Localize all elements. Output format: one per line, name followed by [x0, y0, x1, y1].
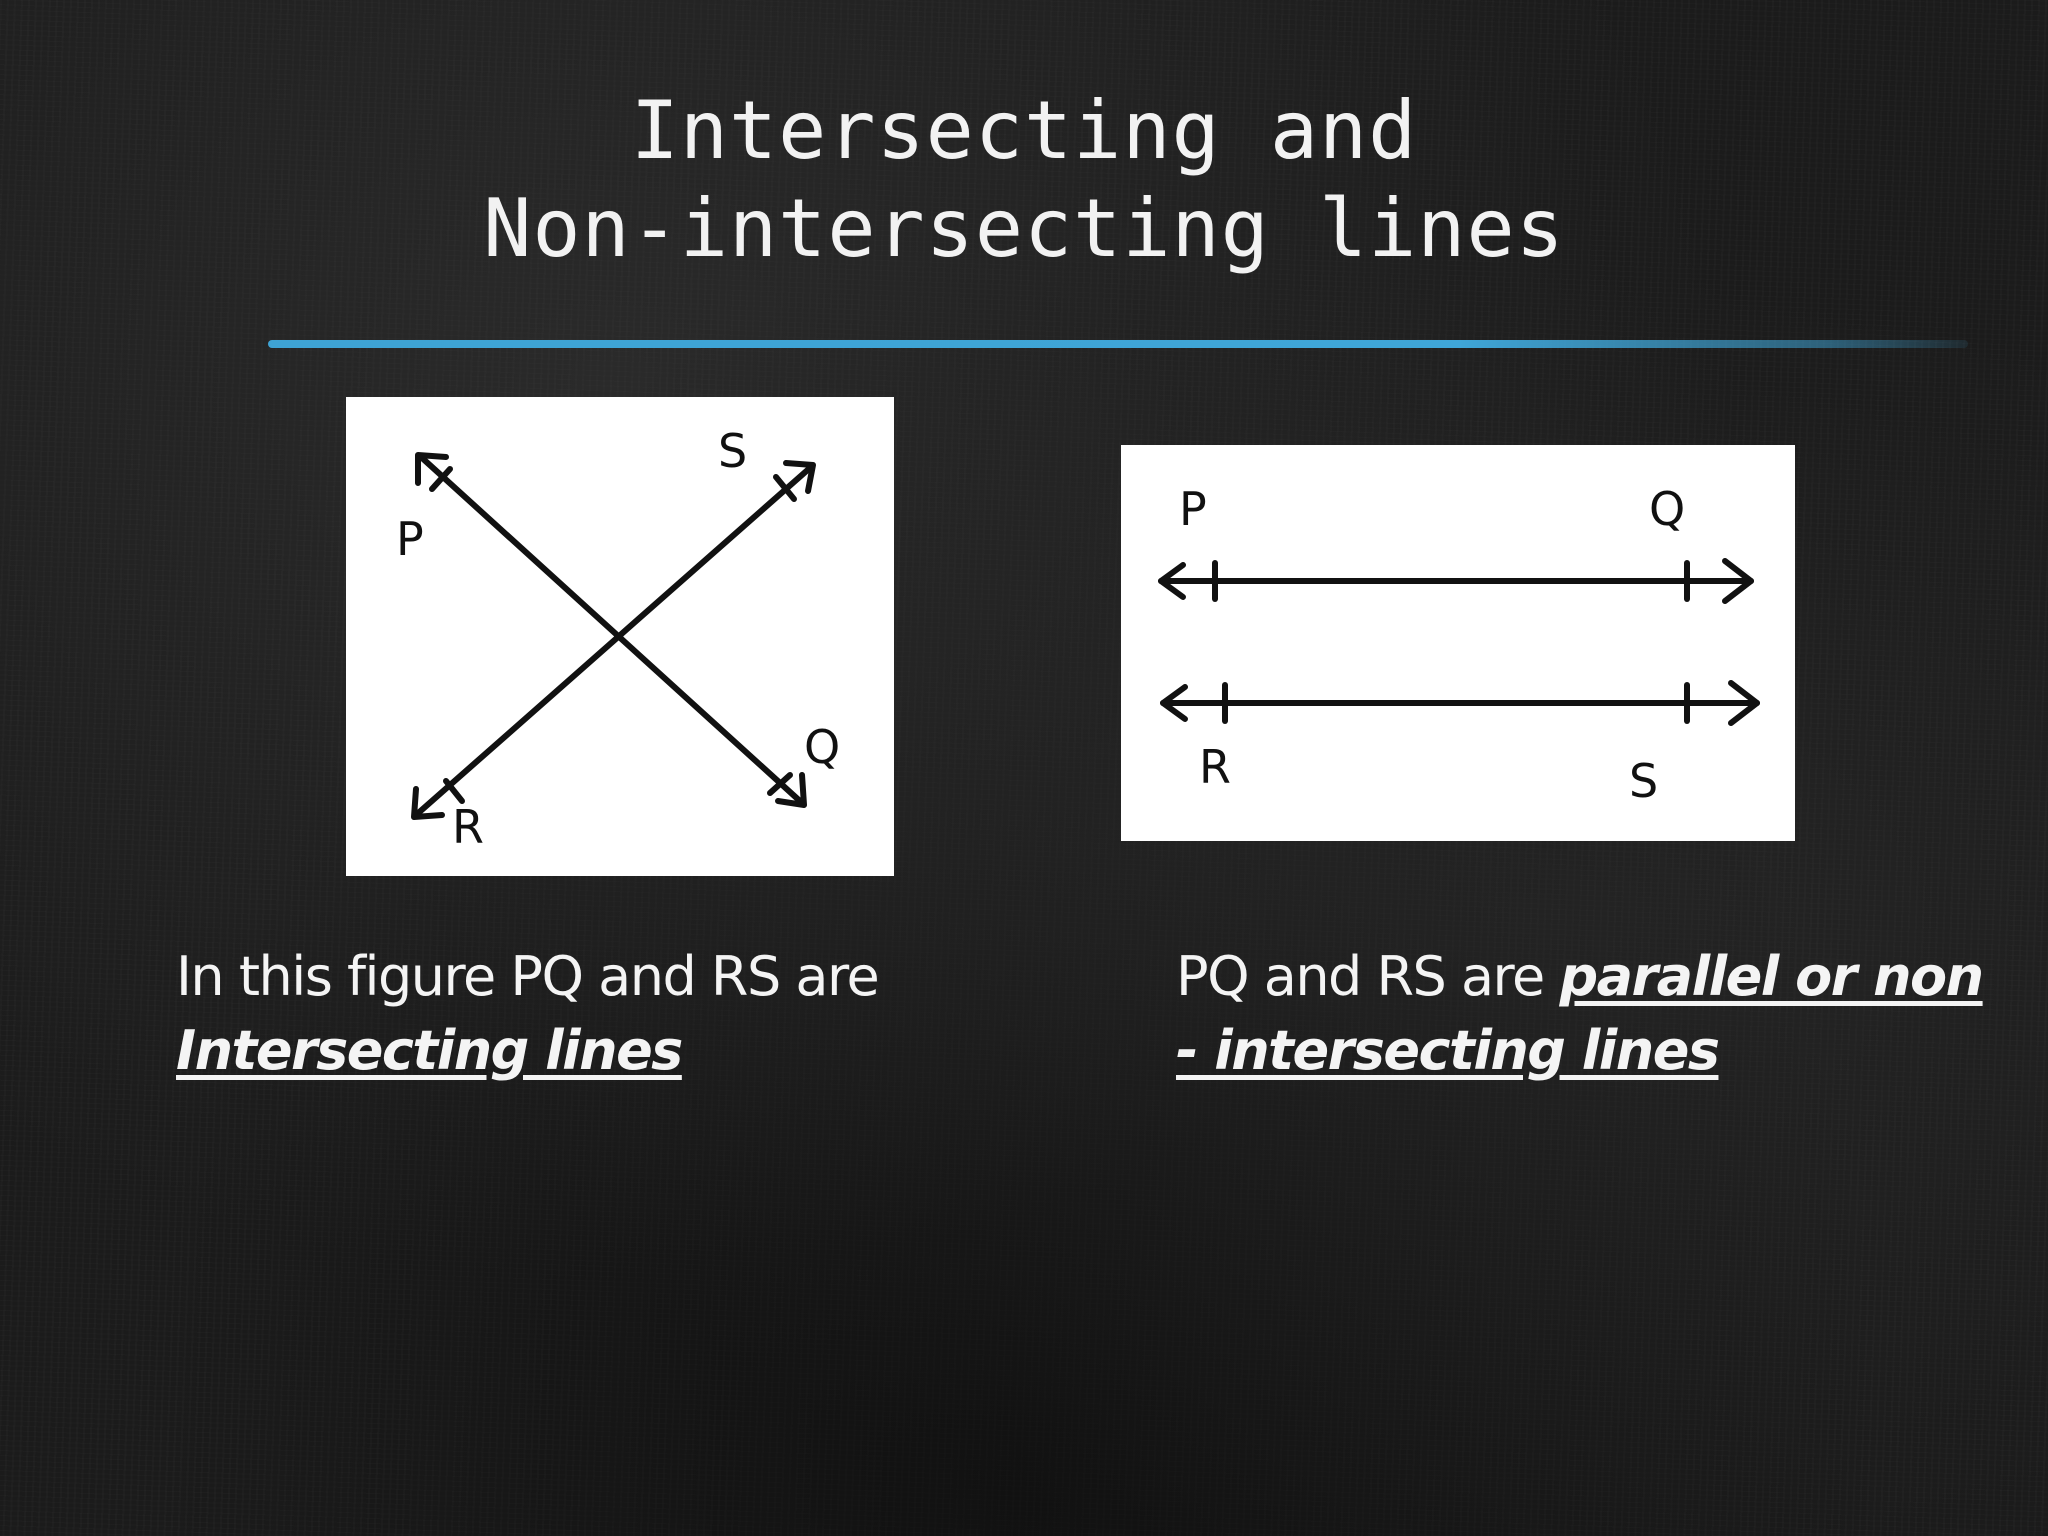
arrow-p-icon: [415, 452, 449, 486]
label-p: P: [1179, 482, 1207, 536]
label-s: S: [1629, 754, 1658, 808]
parallel-lines-figure: P Q R S: [1121, 445, 1795, 841]
parallel-lines-diagram: P Q R S: [1158, 482, 1760, 808]
tick-s: [773, 474, 797, 502]
tick-q: [767, 772, 793, 796]
tick-r: [443, 778, 465, 804]
arrow-left-pq-icon: [1158, 562, 1186, 600]
tick-p: [429, 466, 453, 492]
title-line-2: Non-intersecting lines: [483, 182, 1565, 275]
title-line-1: Intersecting and: [630, 84, 1418, 177]
label-s: S: [718, 424, 747, 478]
arrow-left-rs-icon: [1160, 684, 1188, 722]
label-r: R: [452, 800, 484, 854]
arrow-right-pq-icon: [1722, 558, 1754, 604]
caption-left-emphasis: Intersecting lines: [176, 1019, 683, 1082]
label-r: R: [1199, 740, 1231, 794]
caption-left-text: In this figure PQ and RS are: [176, 945, 880, 1008]
arrow-right-rs-icon: [1728, 680, 1760, 726]
intersecting-lines-figure: P S Q R: [346, 397, 894, 876]
title-underline-rule: [268, 340, 1968, 348]
arrow-q-icon: [775, 772, 807, 808]
caption-parallel: PQ and RS are parallel or non - intersec…: [1176, 940, 2016, 1088]
caption-intersecting: In this figure PQ and RS are Intersectin…: [176, 940, 976, 1088]
arrow-r-icon: [411, 786, 445, 820]
label-q: Q: [804, 720, 840, 774]
label-p: P: [396, 512, 424, 566]
label-q: Q: [1649, 482, 1685, 536]
line-pq: [418, 454, 804, 805]
caption-right-text: PQ and RS are: [1176, 945, 1545, 1008]
slide-title: Intersecting and Non-intersecting lines: [0, 82, 2048, 278]
caption-right-emphasis: parallel or non - intersecting lines: [1176, 945, 1984, 1082]
intersecting-lines-diagram: P S Q R: [396, 424, 840, 854]
arrow-s-icon: [783, 460, 816, 494]
line-rs: [413, 464, 814, 818]
